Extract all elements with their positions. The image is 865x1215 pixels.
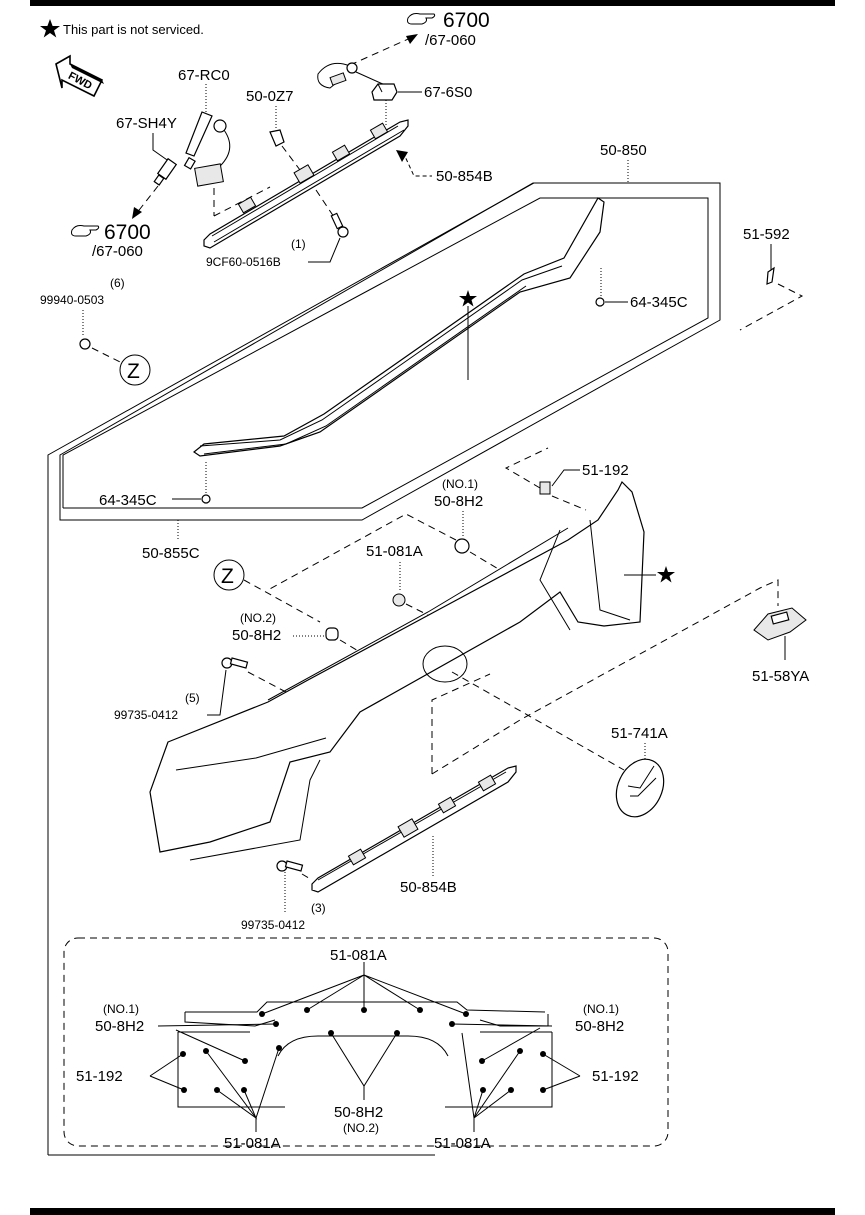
bolt-99735-0412-top [221,657,249,669]
clip-51-592 [766,266,775,285]
pointing-hand-icon [71,225,100,237]
callout-99735-0412-bottom: 99735-0412 [241,918,305,932]
clip-51-192 [539,481,551,495]
callout-64-345c-right: 64-345C [630,294,688,311]
detail-view-panel [177,1001,553,1108]
svg-text:Z: Z [127,360,140,383]
callout-50-oz7: 50-0Z7 [246,88,294,105]
star-icon [459,290,477,307]
spoiler-not-serviced [192,197,605,457]
harness-part [317,62,386,89]
top-border-bar [30,0,835,6]
bolt-99735-0412-bottom [276,860,304,872]
grommet-50-8h2-no1 [454,538,470,554]
detail-label-50-8h2-left: 50-8H2 [95,1018,144,1035]
screw-9cf60-0516b [330,212,349,238]
detail-label-51-192-left: 51-192 [76,1068,123,1085]
pointing-hand-icon [407,13,436,25]
detail-label-no1-left-qty: (NO.1) [103,1002,139,1016]
callout-50-854b-bottom: 50-854B [400,879,457,896]
ref-subgroup: /67-060 [425,32,476,49]
socket-67-rc0 [183,111,231,187]
callout-9cf60-0516b: 9CF60-0516B [206,255,281,269]
nut-99940-0503 [79,338,91,350]
z-marker: Z [119,354,151,386]
liftgate-panel-not-serviced [149,480,645,861]
garnish-50-854b-upper [203,119,409,249]
callout-64-345c-left: 64-345C [99,492,157,509]
callout-99940-0503: 99940-0503 [40,293,104,307]
clip-64-345c-right [595,297,605,307]
bottom-border-bar [30,1208,835,1215]
emblem-recess [422,645,468,683]
detail-view-frame [63,937,669,1147]
callout-50-8h2-no1-qty: (NO.1) [442,477,478,491]
detail-leaders [149,962,581,1132]
callout-99735-bottom-qty: (3) [311,901,326,915]
callout-99735-0412-top: 99735-0412 [114,708,178,722]
detail-label-no1-right-qty: (NO.1) [583,1002,619,1016]
grommet-50-8h2-no2 [325,627,339,641]
detail-label-50-8h2-center: 50-8H2 [334,1104,383,1121]
callout-9cf60-qty: (1) [291,237,306,251]
ref-subgroup: /67-060 [92,243,143,260]
star-note-text: This part is not serviced. [63,22,204,37]
callout-50-8h2-no2: 50-8H2 [232,627,281,644]
detail-label-51-081a-bottom-right: 51-081A [434,1135,491,1152]
callout-51-592: 51-592 [743,226,790,243]
detail-label-51-081a-bottom-left: 51-081A [224,1135,281,1152]
callout-67-sh4y: 67-SH4Y [116,115,177,132]
callout-67-6s0: 67-6S0 [424,84,472,101]
detail-label-50-8h2-right: 50-8H2 [575,1018,624,1035]
callout-51-58ya: 51-58YA [752,668,809,685]
not-serviced-legend: This part is not serviced. [40,19,204,38]
clip-51-081a [392,593,406,607]
callout-51-741a: 51-741A [611,725,668,742]
callout-50-855c: 50-855C [142,545,200,562]
detail-label-51-081a-top: 51-081A [330,947,387,964]
connector-67-sh4y [153,157,178,186]
garnish-50-854b-lower [311,765,517,893]
detail-label-51-192-right: 51-192 [592,1068,639,1085]
clip-64-345c-left [201,494,211,504]
ref-6700-top[interactable]: 6700 /67-060 [407,9,490,49]
emblem-51-741a [615,758,665,818]
callout-67-rc0: 67-RC0 [178,67,230,84]
z-marker: Z [213,559,245,591]
bulb-socket-67-6s0 [371,83,398,101]
callout-51-081a: 51-081A [366,543,423,560]
callout-50-854b-top: 50-854B [436,168,493,185]
star-icon [657,566,675,583]
fwd-arrow-icon: FWD [55,54,104,98]
callout-99940-qty: (6) [110,276,125,290]
star-icon [40,19,60,38]
license-lamp-51-58ya [753,607,807,641]
ref-number: 6700 [443,9,490,32]
detail-label-no2-center-qty: (NO.2) [343,1121,379,1135]
callout-50-850: 50-850 [600,142,647,159]
callout-99735-top-qty: (5) [185,691,200,705]
svg-text:Z: Z [221,565,234,588]
callout-50-8h2-no2-qty: (NO.2) [240,611,276,625]
callout-50-8h2-no1: 50-8H2 [434,493,483,510]
detail-clip-dots [180,1007,546,1093]
ref-number: 6700 [104,221,151,244]
ref-6700-left[interactable]: 6700 /67-060 [71,221,151,260]
callout-51-192: 51-192 [582,462,629,479]
clip-50-oz7 [269,129,285,147]
